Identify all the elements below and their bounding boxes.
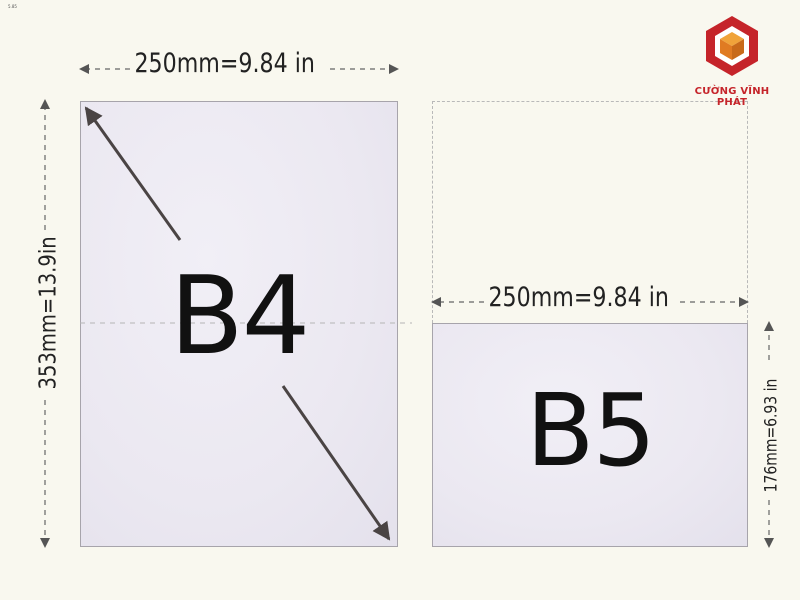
b5-width-label: 250mm=9.84 in [486, 284, 672, 311]
b4-diagonal-arrow-up [84, 106, 182, 241]
b5-ghost-outline [432, 101, 748, 323]
b4-label: B4 [169, 254, 311, 379]
corner-mark: 5.85 [8, 4, 17, 9]
b4-height-label: 353mm=13.9in [36, 236, 62, 393]
b4-diagonal-arrow-down [281, 385, 391, 541]
brand-name: CƯỜNG VĨNH PHÁT [694, 86, 770, 108]
b5-label: B5 [525, 372, 656, 489]
b4-width-label: 250mm=9.84 in [132, 50, 318, 77]
cube-logo-icon [706, 16, 758, 76]
b5-paper-sheet [432, 323, 748, 547]
b5-height-label: 176mm=6.93 in [762, 371, 782, 500]
